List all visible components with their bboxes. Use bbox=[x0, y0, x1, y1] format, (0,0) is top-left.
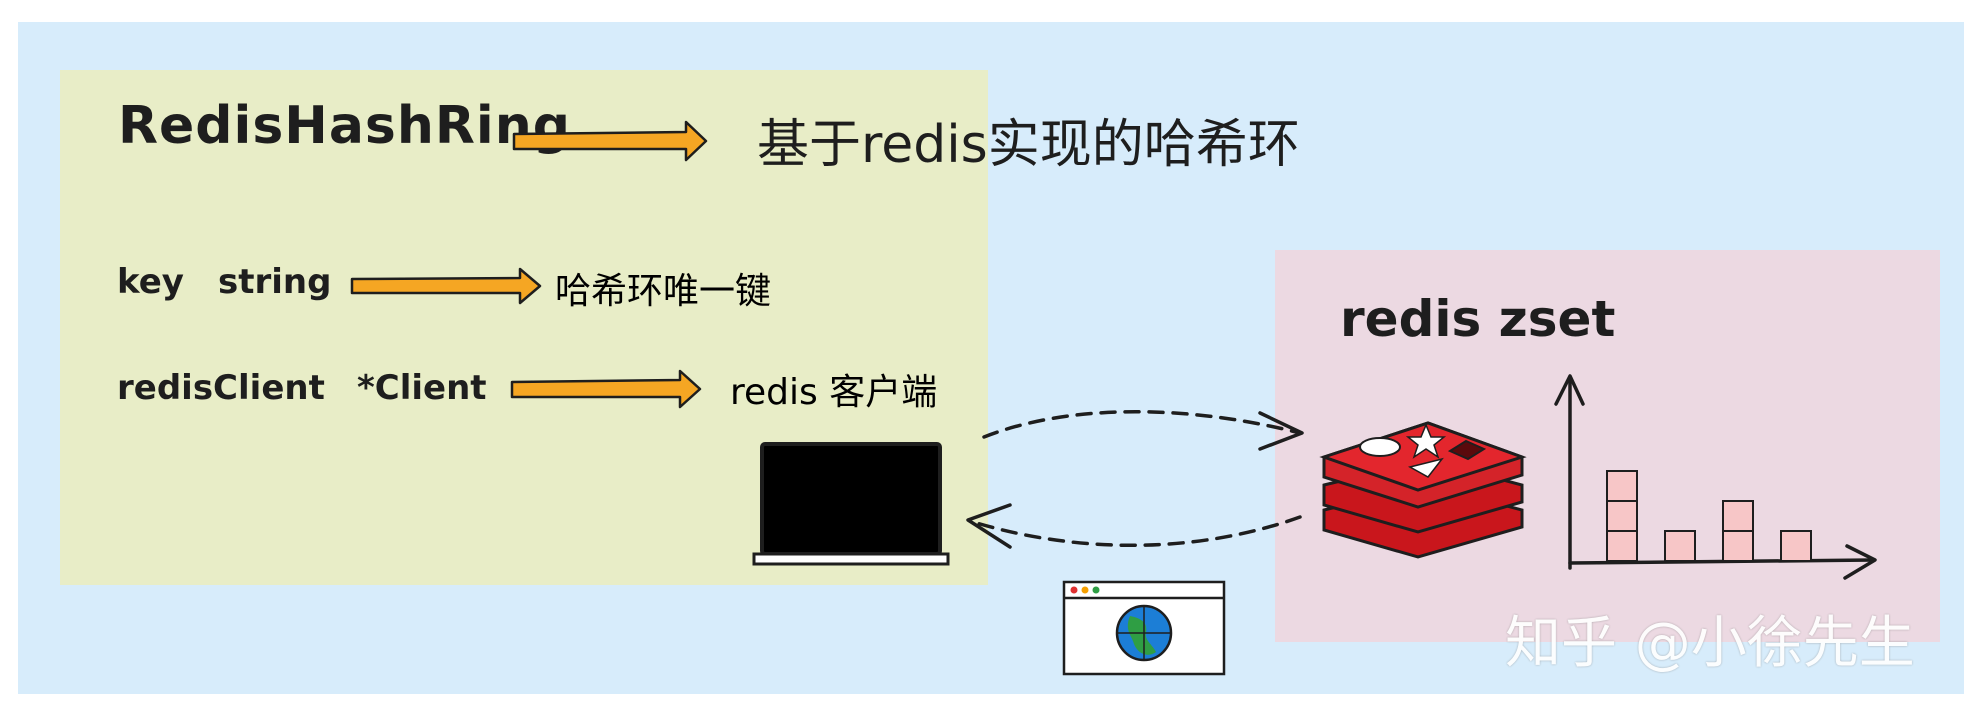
browser-globe-icon bbox=[1062, 580, 1226, 676]
field-name-redis-client: redisClient bbox=[117, 368, 325, 408]
zset-chart-icon bbox=[1554, 374, 1877, 580]
field-description-key: 哈希环唯一键 bbox=[555, 271, 772, 312]
watermark: 知乎 @小徐先生 bbox=[1505, 611, 1915, 676]
field-description-redis-client: redis 客户端 bbox=[730, 372, 938, 413]
zset-bar-block bbox=[1722, 530, 1754, 562]
arrow-icon bbox=[510, 369, 702, 409]
arrow-icon bbox=[350, 267, 542, 305]
laptop-icon bbox=[752, 442, 950, 566]
zset-bar-block bbox=[1606, 500, 1638, 532]
zset-bar-block bbox=[1606, 530, 1638, 562]
redis-logo-icon bbox=[1319, 421, 1527, 559]
request-arrow-icon bbox=[966, 410, 1304, 549]
struct-description: 基于redis实现的哈希环 bbox=[757, 115, 1300, 175]
arrow-icon bbox=[512, 120, 708, 162]
zset-bar-block bbox=[1722, 500, 1754, 532]
field-type-key: string bbox=[218, 262, 332, 302]
zset-bar-block bbox=[1664, 530, 1696, 562]
field-type-redis-client: *Client bbox=[357, 368, 487, 408]
zset-bar-block bbox=[1780, 530, 1812, 562]
zset-title: redis zset bbox=[1340, 290, 1616, 348]
field-name-key: key bbox=[117, 262, 184, 302]
zset-bar-block bbox=[1606, 470, 1638, 502]
struct-name: RedisHashRing bbox=[118, 96, 571, 156]
